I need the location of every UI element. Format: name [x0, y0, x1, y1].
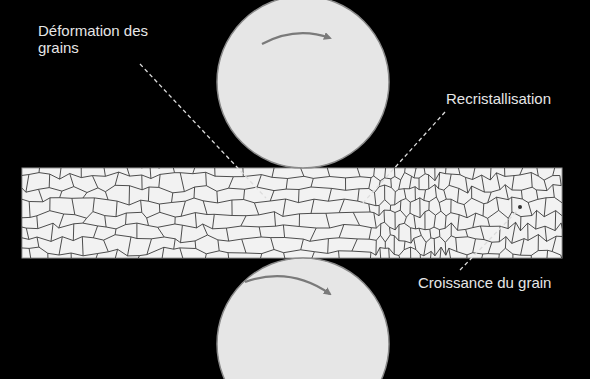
grain-boundaries	[22, 168, 562, 258]
rotation-arrow	[245, 276, 330, 294]
bottom-roller	[217, 258, 389, 379]
rotation-arrow	[262, 33, 330, 44]
callout-label: Déformation des grains	[38, 22, 178, 56]
top-roller	[217, 0, 389, 168]
grain-structure	[22, 168, 562, 258]
callout-label: Croissance du grain	[418, 274, 568, 291]
callout-label: Recristallisation	[446, 90, 586, 107]
grain-marker	[518, 205, 522, 209]
metal-strip	[22, 168, 562, 258]
